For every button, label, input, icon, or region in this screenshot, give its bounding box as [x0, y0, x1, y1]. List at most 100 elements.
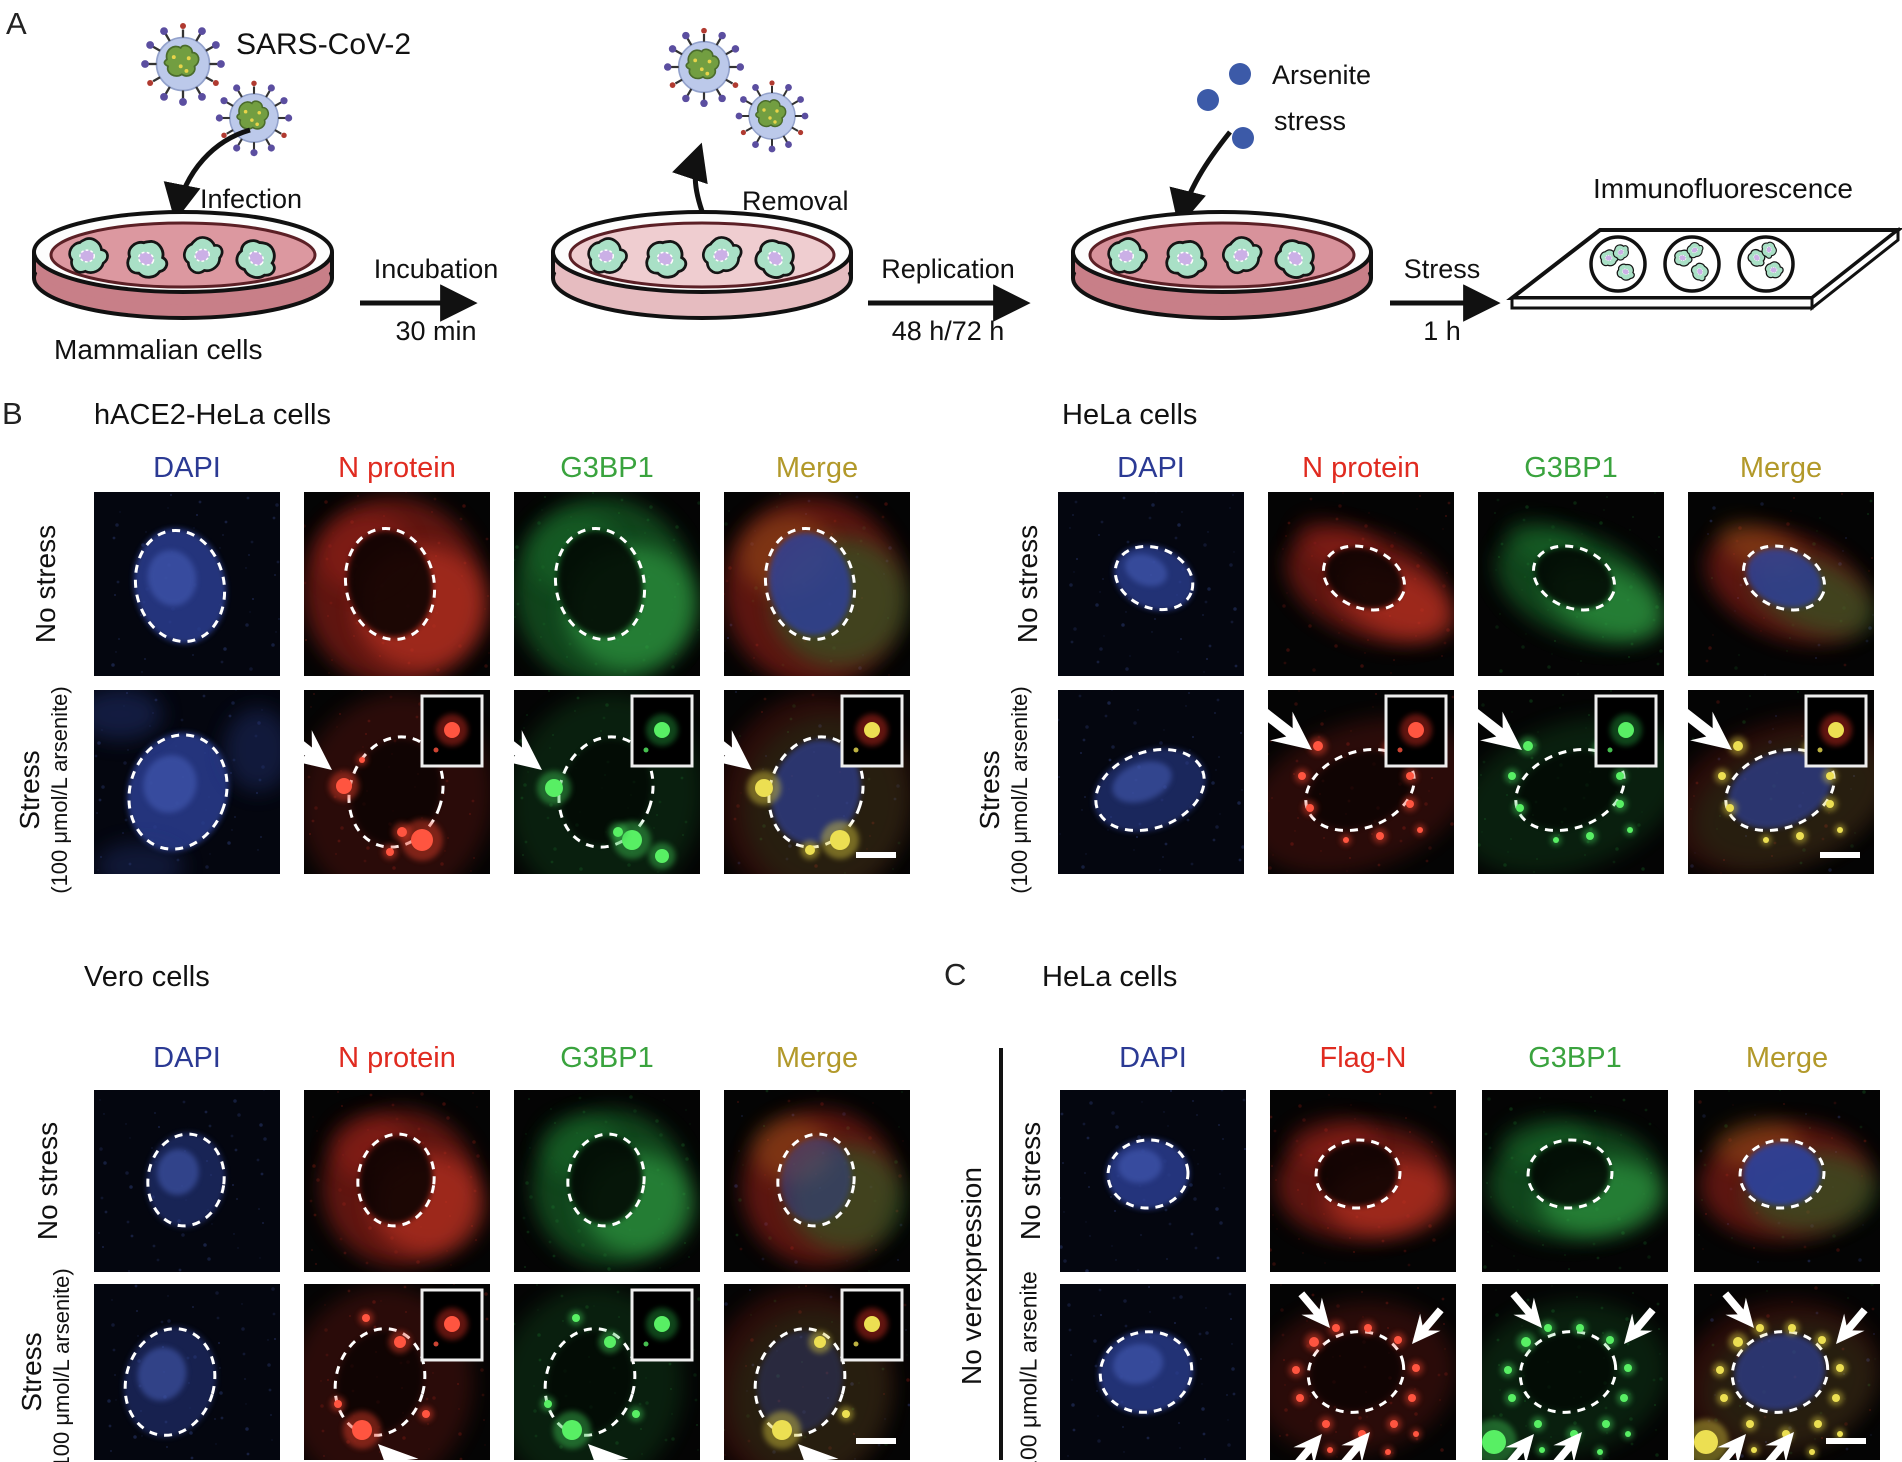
inset-box — [1594, 694, 1658, 768]
column-label-g3bp1: G3BP1 — [560, 452, 654, 484]
nucleus-outline — [1106, 1138, 1190, 1210]
outer-row-label-overexpression: No verexpression — [956, 1167, 987, 1385]
micrograph-b-left-row2-g3bp1 — [514, 690, 700, 874]
micrograph-b-left-row1-n-protein — [304, 492, 490, 676]
replication-label: Replication — [881, 254, 1015, 284]
micrograph-vero-row1-dapi — [94, 1090, 280, 1272]
column-label-g3bp1: G3BP1 — [1528, 1042, 1622, 1074]
micrograph-c-row2-merge — [1694, 1284, 1880, 1460]
arsenite-label-line1: Arsenite — [1272, 60, 1372, 90]
row-label-no-stress: No stress — [1015, 1121, 1046, 1241]
nucleus-outline — [1321, 544, 1407, 612]
virus-icon — [214, 79, 294, 158]
nucleus-outline — [1741, 544, 1827, 612]
micrograph-vero-row2-n-protein — [304, 1284, 490, 1460]
inset-box — [1384, 694, 1448, 768]
nucleus-outline — [146, 1132, 226, 1228]
virus-icon — [662, 26, 746, 109]
workflow-schematic — [0, 21, 1902, 322]
row-label-stress: Stress — [974, 750, 1005, 830]
pointer-arrow — [1688, 708, 1732, 750]
nucleus-outline — [127, 733, 229, 851]
virus-icon — [734, 79, 810, 154]
nucleus-outline — [1098, 1330, 1194, 1414]
incubation-label: Incubation — [373, 254, 499, 284]
nucleus-outline — [1306, 1330, 1406, 1414]
infection-arrow — [163, 127, 251, 222]
row-sublabel-arsenite: (100 μmol/L arsenite) — [49, 1268, 74, 1462]
pointer-arrow — [1762, 1432, 1794, 1460]
panel-a-label: A — [6, 6, 27, 41]
nucleus-outline — [557, 735, 655, 849]
micrograph-b-left-row2-n-protein — [304, 690, 490, 874]
micrograph-c-row2-flag-n — [1270, 1284, 1456, 1460]
pointer-arrow — [1510, 1291, 1542, 1328]
scale-bar — [856, 852, 896, 858]
nucleus-outline — [566, 1132, 646, 1228]
micrograph-vero-row1-merge — [724, 1090, 910, 1272]
pointer-arrow — [1298, 1291, 1330, 1328]
row-label-stress: Stress — [14, 750, 45, 830]
pointer-arrow — [1478, 708, 1522, 750]
pointer-arrow — [1714, 1434, 1746, 1460]
micrograph-c-row2-g3bp1 — [1482, 1284, 1668, 1460]
micrograph-vero-row1-g3bp1 — [514, 1090, 700, 1272]
micrograph-b-left-row2-dapi — [94, 690, 280, 874]
block-title-vero: Vero cells — [84, 961, 210, 993]
inset-box — [630, 694, 694, 768]
petri-dish — [1073, 212, 1371, 318]
infection-label: Infection — [200, 184, 303, 214]
pointer-arrow — [304, 726, 332, 770]
nucleus-outline — [776, 1132, 856, 1228]
inset-box — [420, 694, 484, 768]
column-label-merge: Merge — [775, 452, 859, 484]
pointer-arrow — [1412, 1307, 1444, 1344]
micrograph-vero-row2-merge — [724, 1284, 910, 1460]
inset-box — [630, 1288, 694, 1362]
pointer-arrow — [1290, 1434, 1322, 1460]
micrograph-b-left-row1-dapi — [94, 492, 280, 676]
removal-label: Removal — [742, 186, 849, 216]
column-label-n-protein: N protein — [1302, 452, 1420, 484]
nucleus-outline — [767, 735, 865, 849]
pointer-arrow — [1722, 1291, 1754, 1328]
micrograph-c-row1-dapi — [1060, 1090, 1246, 1272]
row-label-no-stress: No stress — [30, 524, 61, 644]
micrograph-vero-row2-dapi — [94, 1284, 280, 1460]
replication-time-label: 48 h/72 h — [891, 316, 1005, 346]
arsenite-dot — [1232, 127, 1254, 149]
micrograph-b-right-row2-n-protein — [1268, 690, 1454, 874]
nucleus-outline — [356, 1132, 436, 1228]
pointer-arrow — [1836, 1307, 1868, 1344]
block-title-hela-c: HeLa cells — [1042, 961, 1178, 993]
row-sublabel-arsenite: (100 μmol/L arsenite) — [47, 686, 72, 894]
arsenite-dot — [1229, 63, 1251, 85]
block-title-hela: HeLa cells — [1062, 399, 1198, 431]
scale-bar — [856, 1438, 896, 1444]
micrograph-b-left-row1-merge — [724, 492, 910, 676]
pointer-arrow — [378, 1444, 425, 1460]
pointer-arrow — [1624, 1307, 1656, 1344]
inset-box — [840, 694, 904, 768]
pointer-arrow — [1550, 1432, 1582, 1460]
micrograph-b-right-row1-dapi — [1058, 492, 1244, 676]
inset-box — [420, 1288, 484, 1362]
micrograph-b-right-row2-merge — [1688, 690, 1874, 874]
micrograph-vero-row2-g3bp1 — [514, 1284, 700, 1460]
panel-c-label: C — [944, 957, 967, 992]
column-label-dapi: DAPI — [1117, 452, 1185, 484]
row-label-stress: Stress — [16, 1332, 47, 1412]
micrograph-c-row2-dapi — [1060, 1284, 1246, 1460]
virus-icon — [139, 21, 227, 108]
stress-time-label: 1 h — [1423, 316, 1461, 346]
micrograph-vero-row1-n-protein — [304, 1090, 490, 1272]
column-label-merge: Merge — [775, 1042, 859, 1074]
pointer-arrow — [514, 726, 542, 770]
inset-box — [1804, 694, 1868, 768]
column-label-n-protein: N protein — [338, 1042, 456, 1074]
panel-b-label: B — [2, 396, 23, 431]
inset-box — [840, 1288, 904, 1362]
pointer-arrow — [588, 1444, 635, 1460]
column-label-dapi: DAPI — [153, 1042, 221, 1074]
